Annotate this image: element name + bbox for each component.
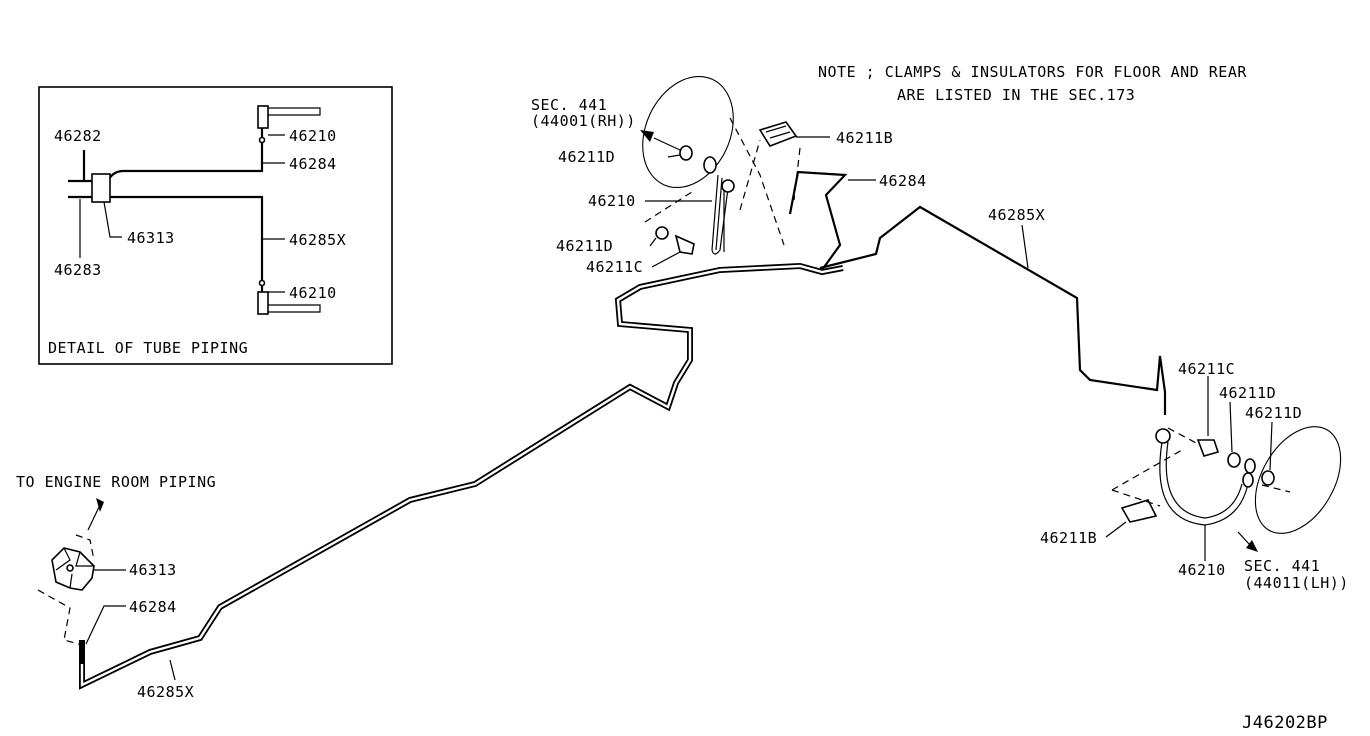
detail-junction-block — [91, 173, 111, 203]
guide-line — [1167, 427, 1201, 446]
hose-fitting — [1155, 428, 1171, 444]
label-46211d: 46211D — [558, 148, 615, 166]
leader — [1229, 401, 1233, 453]
leader — [1021, 224, 1029, 269]
caliper-outline — [1254, 426, 1342, 534]
hose-46210 — [1159, 441, 1249, 526]
arrow-shaft — [87, 504, 101, 531]
detail-bottom-joint — [258, 279, 266, 287]
junction-46313-edges — [55, 547, 94, 589]
hose-46210-wall — [1165, 441, 1243, 519]
sec-441-rh-line2: (44001(RH)) — [531, 112, 636, 130]
note-line-2: ARE LISTED IN THE SEC.173 — [897, 86, 1135, 104]
arrow-icon — [1246, 540, 1258, 552]
label-46210: 46210 — [1178, 561, 1226, 579]
detail-bottom-fitting — [257, 291, 269, 315]
tube-46285x-front-inner — [80, 264, 844, 687]
caliper-outline — [642, 75, 734, 189]
fitting-46284 — [79, 640, 85, 664]
guide-line — [1111, 489, 1161, 507]
label-46284: 46284 — [129, 598, 177, 616]
washer-46211d — [1227, 452, 1241, 468]
guide-line — [739, 139, 761, 211]
label-46211d: 46211D — [1245, 404, 1302, 422]
washer-46211d — [1244, 458, 1256, 474]
arrow-up-icon — [96, 498, 104, 512]
bolt-46211c — [1196, 439, 1220, 457]
label-46282: 46282 — [54, 127, 102, 145]
label-46210-top: 46210 — [289, 127, 337, 145]
leader — [103, 201, 122, 238]
label-46285x: 46285X — [289, 231, 346, 249]
engine-room-connector: TO ENGINE ROOM PIPING 46313 46284 46285X — [16, 473, 216, 701]
label-46211c: 46211C — [1178, 360, 1235, 378]
sec-441-lh-line1: SEC. 441 — [1244, 557, 1320, 575]
label-46211b: 46211B — [836, 129, 893, 147]
guide-line — [1111, 449, 1183, 491]
label-46211d: 46211D — [556, 237, 613, 255]
front-right-brake-hose: SEC. 441 (44001(RH)) 46211D 46210 46211D… — [531, 75, 927, 276]
leader — [651, 251, 681, 268]
guide-line — [793, 147, 801, 201]
guide-line — [644, 189, 696, 223]
leader — [649, 237, 657, 247]
washer-46211d — [655, 226, 669, 240]
leader — [169, 659, 176, 681]
detail-box-border — [38, 86, 393, 365]
label-46285x-main: 46285X — [988, 206, 1045, 224]
arrow-shaft — [1237, 531, 1251, 546]
label-46210: 46210 — [588, 192, 636, 210]
clip-46211b — [1120, 499, 1158, 523]
label-46313: 46313 — [127, 229, 175, 247]
detail-top-hose — [258, 107, 321, 116]
note-line-1: NOTE ; CLAMPS & INSULATORS FOR FLOOR AND… — [818, 63, 1247, 81]
arrow-shaft — [653, 137, 681, 151]
tube-46284-front — [788, 170, 848, 271]
detail-bottom-hose — [258, 304, 321, 313]
leader — [1105, 521, 1127, 538]
washer-46211d — [679, 145, 693, 161]
guide-line — [75, 534, 95, 561]
label-46211b: 46211B — [1040, 529, 1097, 547]
guide-line — [729, 117, 785, 246]
label-46283: 46283 — [54, 261, 102, 279]
label-46285x: 46285X — [137, 683, 194, 701]
diagram-code: J46202BP — [1242, 713, 1328, 733]
leader — [85, 605, 126, 645]
guide-line — [1261, 484, 1291, 493]
guide-line — [37, 589, 83, 646]
hose-end-fitting — [1242, 472, 1254, 488]
label-46313: 46313 — [129, 561, 177, 579]
detail-caption: DETAIL OF TUBE PIPING — [48, 339, 248, 357]
rear-left-brake-hose: 46211C 46211D 46211D 46211B 46210 SEC. 4… — [1040, 360, 1349, 592]
clip-detail — [765, 125, 791, 139]
sec-441-rh-line1: SEC. 441 — [531, 96, 607, 114]
hose-banjo — [703, 156, 717, 174]
arrow-icon — [640, 130, 654, 142]
detail-of-tube-piping: 46282 46283 46313 46210 46284 46285X 462… — [38, 86, 393, 365]
label-46211c: 46211C — [586, 258, 643, 276]
tube-46285x-rear — [819, 205, 1167, 415]
label-46211d: 46211D — [1219, 384, 1276, 402]
label-46284: 46284 — [289, 155, 337, 173]
hose-end-fitting — [721, 179, 735, 193]
detail-top-joint — [258, 136, 266, 144]
label-46210-bottom: 46210 — [289, 284, 337, 302]
detail-top-fitting — [257, 105, 269, 129]
hose-46210 — [711, 174, 729, 255]
bolt-46211c — [674, 234, 695, 255]
sec-441-lh-line2: (44011(LH)) — [1244, 574, 1349, 592]
hose-46210-wall — [715, 177, 725, 252]
main-brake-tube — [79, 262, 844, 690]
junction-port — [66, 564, 74, 572]
leader — [1269, 421, 1273, 471]
leader — [667, 154, 681, 158]
engine-room-label: TO ENGINE ROOM PIPING — [16, 473, 216, 491]
washer-46211d — [1261, 470, 1275, 486]
label-46284: 46284 — [879, 172, 927, 190]
clip-46211b — [758, 121, 798, 147]
